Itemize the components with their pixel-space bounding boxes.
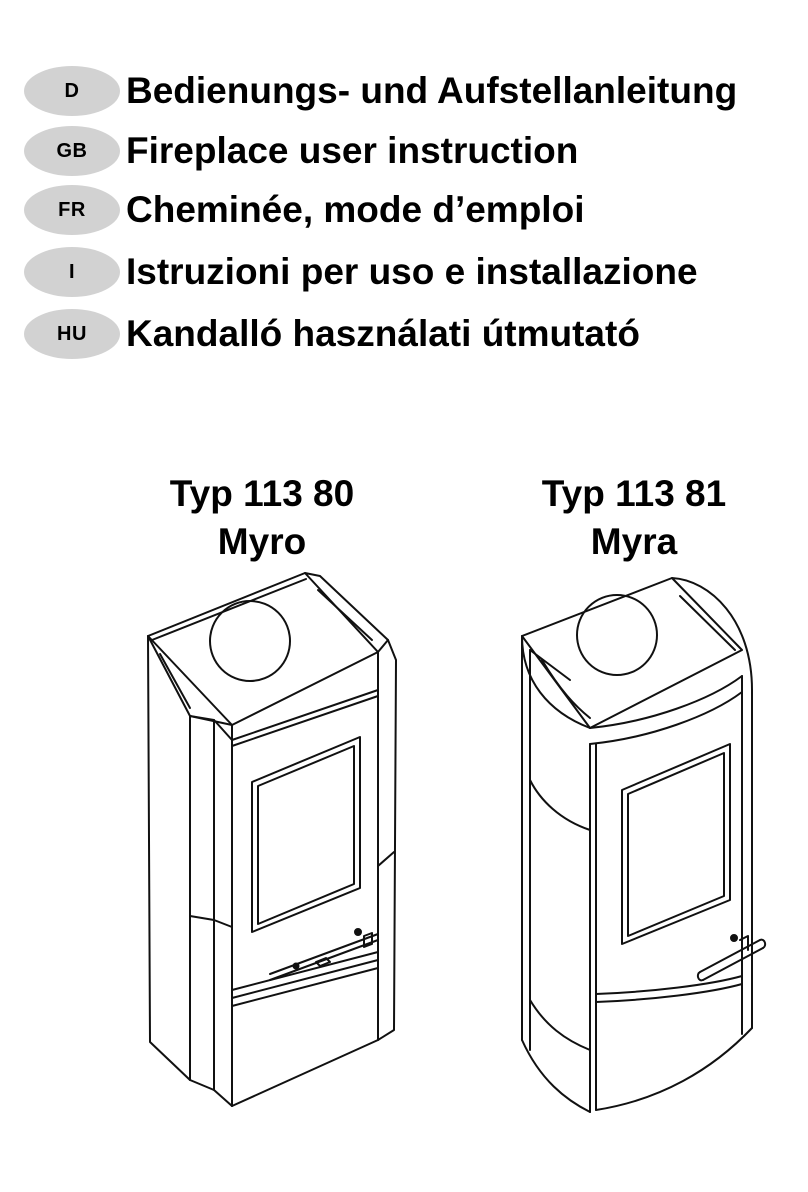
model-name: Myro <box>217 521 307 562</box>
language-badge: D <box>24 66 120 116</box>
model-heading-myra: Typ 113 81 Myra <box>484 470 784 566</box>
language-row-hu: HU Kandalló használati útmutató <box>24 309 794 359</box>
language-row-i: I Istruzioni per uso e installazione <box>24 247 794 297</box>
language-row-fr: FR Cheminée, mode d’emploi <box>24 185 794 235</box>
language-title: Bedienungs- und Aufstellanleitung <box>126 70 738 111</box>
language-badge: FR <box>24 185 120 235</box>
language-title: Cheminée, mode d’emploi <box>126 189 585 230</box>
language-title: Kandalló használati útmutató <box>126 313 640 354</box>
language-row-d: D Bedienungs- und Aufstellanleitung <box>24 66 794 116</box>
model-heading-myro: Typ 113 80 Myro <box>112 470 412 566</box>
stove-myro-drawing <box>147 572 397 1107</box>
model-name: Myra <box>590 521 678 562</box>
language-title: Istruzioni per uso e installazione <box>126 251 698 292</box>
language-title: Fireplace user instruction <box>126 130 579 171</box>
stove-myra-drawing <box>521 577 767 1113</box>
language-badge: GB <box>24 126 120 176</box>
model-type: Typ 113 81 <box>541 473 727 514</box>
language-badge: HU <box>24 309 120 359</box>
model-type: Typ 113 80 <box>169 473 355 514</box>
language-row-gb: GB Fireplace user instruction <box>24 126 794 176</box>
language-badge: I <box>24 247 120 297</box>
